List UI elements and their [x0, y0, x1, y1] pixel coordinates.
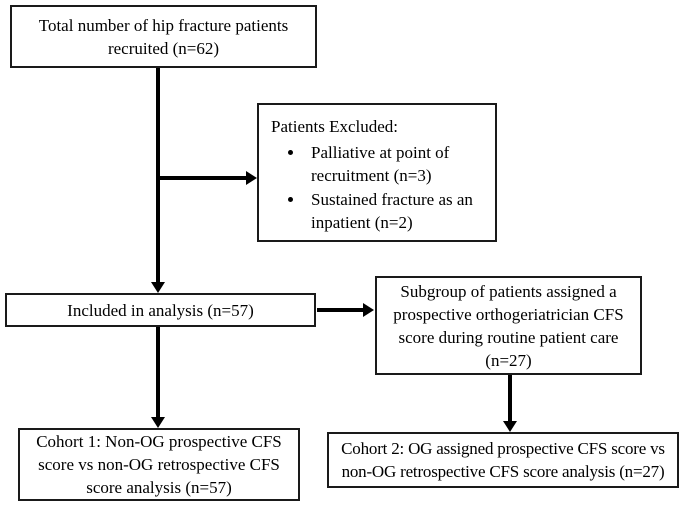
arrow-subgroup-to-cohort2-head-icon [503, 421, 517, 432]
arrow-included-to-cohort1-line [156, 327, 160, 417]
arrow-included-to-subgroup-head-icon [363, 303, 374, 317]
box-cohort2-analysis-text: Cohort 2: OG assigned prospective CFS sc… [341, 439, 665, 481]
excluded-item-inpatient: Sustained fracture as an inpatient (n=2) [305, 188, 487, 234]
box-included-analysis: Included in analysis (n=57) [5, 293, 316, 327]
arrow-branch-to-excluded-head-icon [246, 171, 257, 185]
patients-excluded-list: Palliative at point of recruitment (n=3)… [271, 141, 487, 234]
arrow-included-to-subgroup-line [317, 308, 363, 312]
arrow-recruited-to-included-line [156, 68, 160, 282]
arrow-included-to-cohort1-head-icon [151, 417, 165, 428]
box-cohort2-analysis: Cohort 2: OG assigned prospective CFS sc… [327, 432, 679, 488]
arrow-subgroup-to-cohort2-line [508, 375, 512, 421]
box-subgroup-og-cfs: Subgroup of patients assigned a prospect… [375, 276, 642, 375]
excluded-item-palliative: Palliative at point of recruitment (n=3) [305, 141, 487, 187]
patients-excluded-heading: Patients Excluded: [271, 117, 399, 136]
box-subgroup-og-cfs-text: Subgroup of patients assigned a prospect… [393, 281, 624, 370]
box-included-analysis-text: Included in analysis (n=57) [67, 300, 254, 320]
arrow-branch-to-excluded-line [156, 176, 246, 180]
box-total-recruited-text: Total number of hip fracture patients re… [38, 15, 289, 58]
box-total-recruited: Total number of hip fracture patients re… [10, 5, 317, 68]
arrow-recruited-to-included-head-icon [151, 282, 165, 293]
box-cohort1-analysis-text: Cohort 1: Non-OG prospective CFS score v… [36, 432, 282, 497]
box-cohort1-analysis: Cohort 1: Non-OG prospective CFS score v… [18, 428, 300, 501]
box-patients-excluded: Patients Excluded: Palliative at point o… [257, 103, 497, 242]
